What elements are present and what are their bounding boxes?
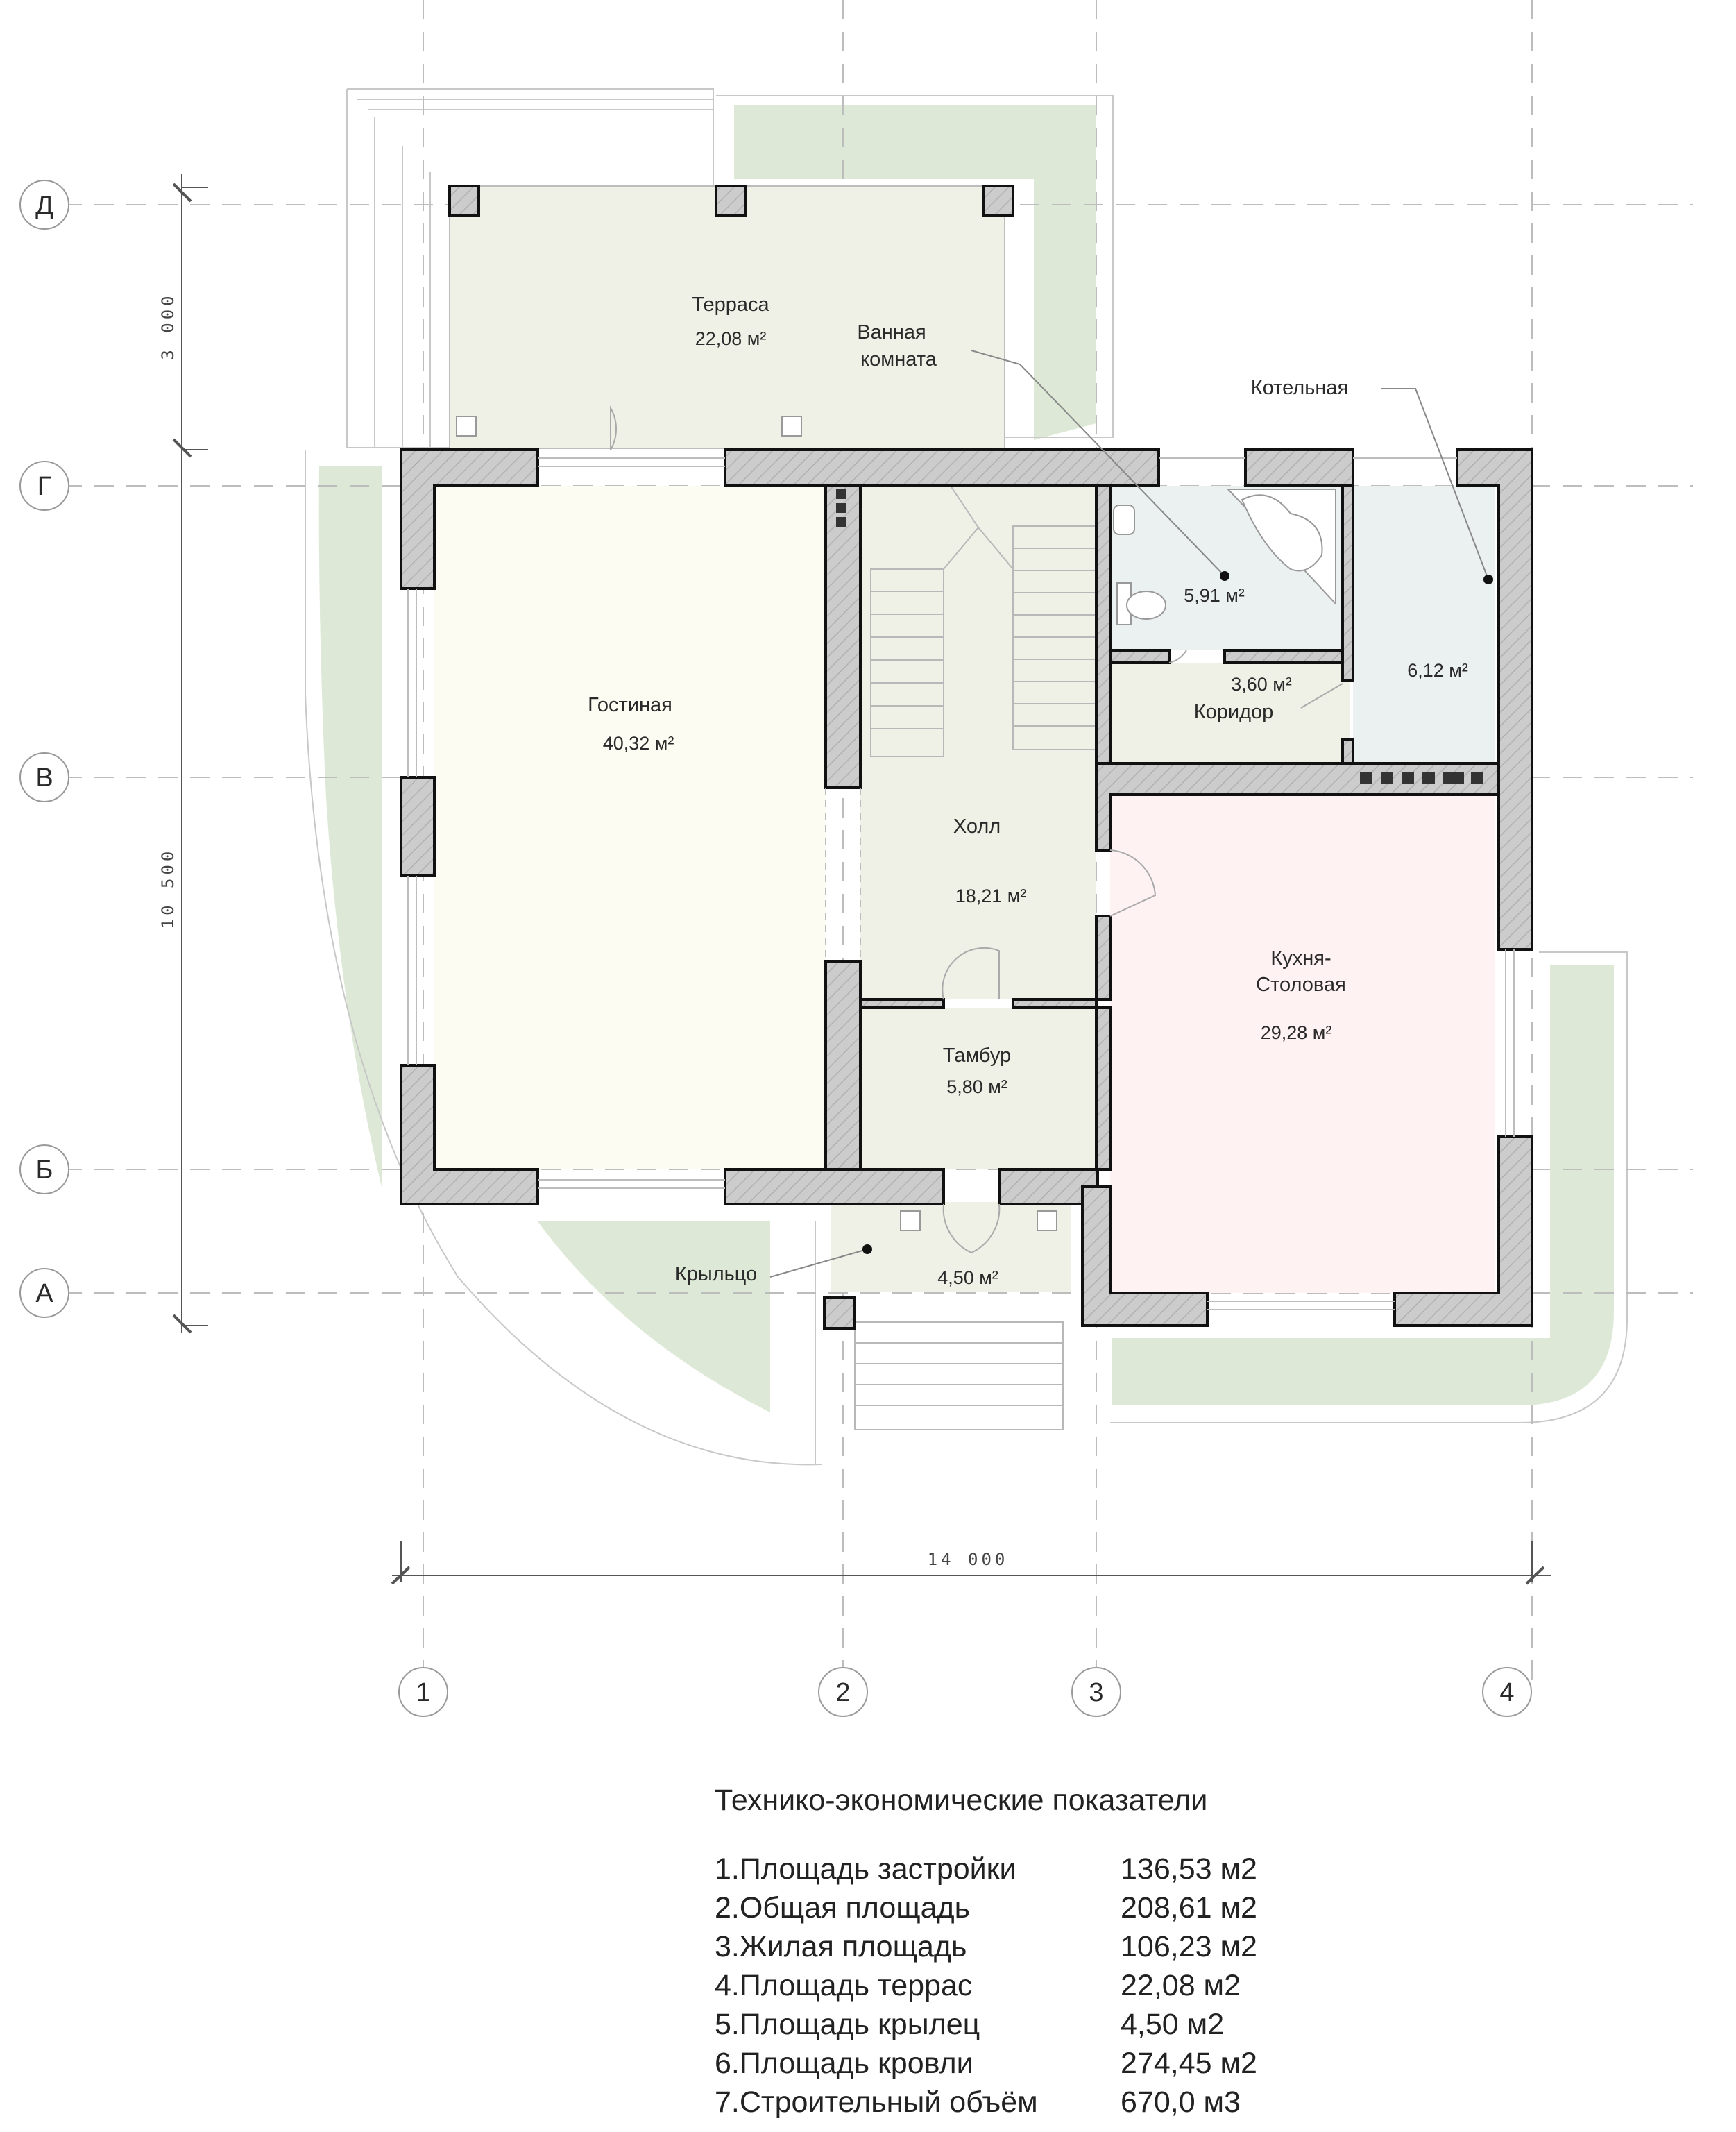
- tep-row: 1.Площадь застройки 136,53 м2: [715, 1850, 1478, 1888]
- porch-steps: [854, 1321, 1064, 1430]
- lawn-left-curve: [318, 466, 382, 1187]
- living-fill: [434, 486, 826, 1169]
- bathroom-area: 5,91 м²: [1184, 585, 1245, 606]
- drains: [456, 416, 1057, 1231]
- lawn-bottom-right: [1112, 965, 1614, 1405]
- room-labels: Терраса 22,08 м² Ванная комната 5,91 м² …: [588, 294, 1468, 1288]
- vestibule-name: Тамбур: [943, 1044, 1011, 1067]
- floor-plan: Д Г В Б А 1 2 3 4 3 000 10 500 14 000 Те…: [19, 0, 1693, 1717]
- tep-value: 670,0 м3: [1121, 2086, 1241, 2119]
- staircase: [870, 485, 1097, 757]
- bathroom-name-1: Ванная: [857, 321, 926, 344]
- corridor-name: Коридор: [1194, 701, 1274, 723]
- axis-col-1: [398, 1667, 448, 1717]
- axis-label-col-2: 3: [1089, 1678, 1103, 1707]
- axis-label-col-3: 4: [1499, 1678, 1514, 1707]
- hall-area: 18,21 м²: [955, 886, 1027, 906]
- axis-bubbles: [19, 180, 1532, 1717]
- tep-label: 7.Строительный объём: [715, 2086, 1038, 2119]
- boiler-area: 6,12 м²: [1407, 660, 1468, 681]
- kitchen-area: 29,28 м²: [1261, 1022, 1332, 1043]
- tep-value: 4,50 м2: [1121, 2008, 1225, 2041]
- corridor-area: 3,60 м²: [1231, 674, 1292, 695]
- vent-blocks: [836, 489, 1483, 784]
- axis-label-col-0: 1: [416, 1678, 430, 1707]
- axis-col-3: [1071, 1667, 1121, 1717]
- bathroom-name-2: комната: [860, 348, 937, 371]
- axis-label-row-4: А: [35, 1279, 53, 1308]
- tep-row: 4.Площадь террас 22,08 м2: [715, 1966, 1478, 2005]
- vestibule-area: 5,80 м²: [946, 1076, 1007, 1097]
- walls: [400, 185, 1533, 1330]
- tep-value: 274,45 м2: [1121, 2047, 1257, 2080]
- tep-title: Технико-экономические показатели: [715, 1784, 1208, 1817]
- tep-value: 136,53 м2: [1121, 1852, 1257, 1886]
- axis-col-4: [1482, 1667, 1532, 1717]
- boiler-fill: [1353, 486, 1495, 763]
- kitchen-name-1: Кухня-: [1270, 947, 1331, 970]
- hall-fill: [860, 486, 1096, 999]
- axis-col-2: [818, 1667, 868, 1717]
- hall-name: Холл: [953, 815, 1001, 838]
- room-fills: [434, 185, 1495, 1293]
- dimension-lines: [172, 174, 1551, 1585]
- kitchen-fill: [1110, 795, 1495, 1293]
- callouts: [769, 350, 1489, 1278]
- tep-value: 22,08 м2: [1121, 1969, 1241, 2002]
- tep-value: 106,23 м2: [1121, 1930, 1257, 1963]
- tep-row: 3.Жилая площадь 106,23 м2: [715, 1927, 1478, 1966]
- bathroom-fixtures: [1113, 489, 1336, 625]
- tep-row: 2.Общая площадь 208,61 м2: [715, 1888, 1478, 1927]
- corridor-fill: [1096, 663, 1350, 763]
- tep-label: 5.Площадь крылец: [715, 2008, 980, 2041]
- tep-value: 208,61 м2: [1121, 1891, 1257, 1924]
- tep-label: 2.Общая площадь: [715, 1891, 971, 1924]
- dim-horizontal: 14 000: [928, 1550, 1009, 1569]
- vestibule-fill: [860, 1008, 1096, 1169]
- terrace-fill: [449, 185, 1005, 449]
- terrace-area: 22,08 м²: [695, 328, 767, 349]
- axis-label-col-1: 2: [835, 1678, 850, 1707]
- terrace-name: Терраса: [692, 294, 769, 316]
- dim-vertical-top: 3 000: [158, 292, 178, 359]
- porch-area: 4,50 м²: [937, 1267, 998, 1288]
- window-frames: [407, 457, 1515, 1310]
- sink-icon: [1113, 505, 1135, 535]
- tep-label: 6.Площадь кровли: [715, 2047, 973, 2080]
- axis-label-row-2: В: [35, 763, 53, 793]
- axis-label-row-0: Д: [35, 191, 53, 220]
- axis-row-D: [19, 180, 69, 230]
- tep-row: 6.Площадь кровли 274,45 м2: [715, 2044, 1478, 2083]
- tep-row: 7.Строительный объём 670,0 м3: [715, 2083, 1478, 2122]
- axis-row-V: [19, 752, 69, 802]
- boiler-name: Котельная: [1251, 377, 1348, 399]
- axis-row-A: [19, 1268, 69, 1318]
- axis-labels: Д Г В Б А 1 2 3 4: [35, 191, 1514, 1707]
- living-area: 40,32 м²: [603, 733, 674, 754]
- tep-label: 4.Площадь террас: [715, 1969, 973, 2002]
- axis-row-B: [19, 1144, 69, 1194]
- dim-vertical-main: 10 500: [158, 848, 178, 929]
- porch-name: Крыльцо: [675, 1263, 757, 1285]
- tep-row: 5.Площадь крылец 4,50 м2: [715, 2005, 1478, 2044]
- living-name: Гостиная: [588, 694, 672, 716]
- tep-table: Технико-экономические показатели 1.Площа…: [715, 1784, 1478, 2122]
- callout-dots: [862, 571, 1493, 1254]
- axis-label-row-1: Г: [37, 472, 52, 501]
- axis-label-row-3: Б: [36, 1156, 53, 1185]
- tep-label: 1.Площадь застройки: [715, 1852, 1016, 1886]
- lawn-bottom-left: [538, 1221, 770, 1412]
- doors: [610, 405, 1343, 1253]
- kitchen-name-2: Столовая: [1256, 974, 1346, 996]
- tep-label: 3.Жилая площадь: [715, 1930, 967, 1963]
- axis-row-G: [19, 461, 69, 511]
